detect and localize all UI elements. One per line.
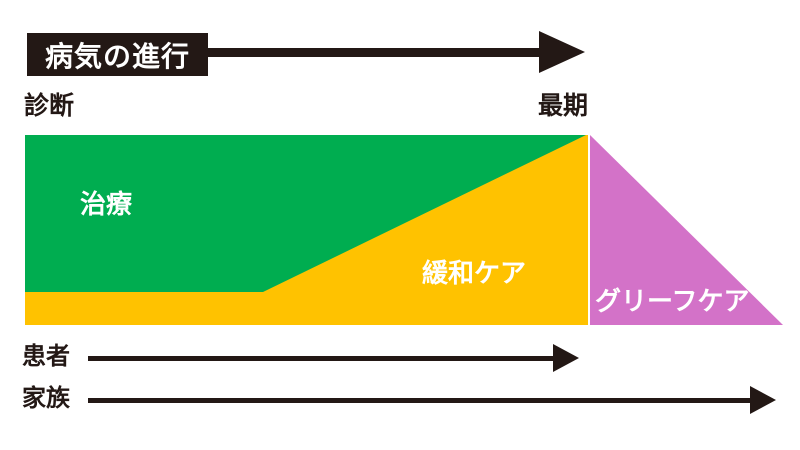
patient-arrow-line xyxy=(88,356,553,361)
care-phase-chart xyxy=(25,135,588,325)
diagnosis-label: 診断 xyxy=(24,92,75,120)
treatment-region xyxy=(25,135,586,292)
page-title: 病気の進行 xyxy=(44,40,190,72)
patient-arrowhead-icon xyxy=(553,344,579,372)
family-arrow-line xyxy=(88,398,750,403)
grief-care-region xyxy=(590,135,783,325)
grief-care-label: グリーフケア xyxy=(595,286,750,316)
treatment-label: 治療 xyxy=(80,189,133,219)
title-bar: 病気の進行 xyxy=(27,33,208,76)
patient-label: 患者 xyxy=(22,343,70,370)
disease-progression-arrow-line xyxy=(205,48,540,57)
end-of-life-label: 最期 xyxy=(537,92,588,120)
family-label: 家族 xyxy=(22,385,70,412)
palliative-care-label: 緩和ケア xyxy=(422,258,527,288)
grief-care-chart xyxy=(590,135,783,325)
disease-progression-arrowhead-icon xyxy=(539,31,585,73)
family-arrowhead-icon xyxy=(750,386,776,414)
